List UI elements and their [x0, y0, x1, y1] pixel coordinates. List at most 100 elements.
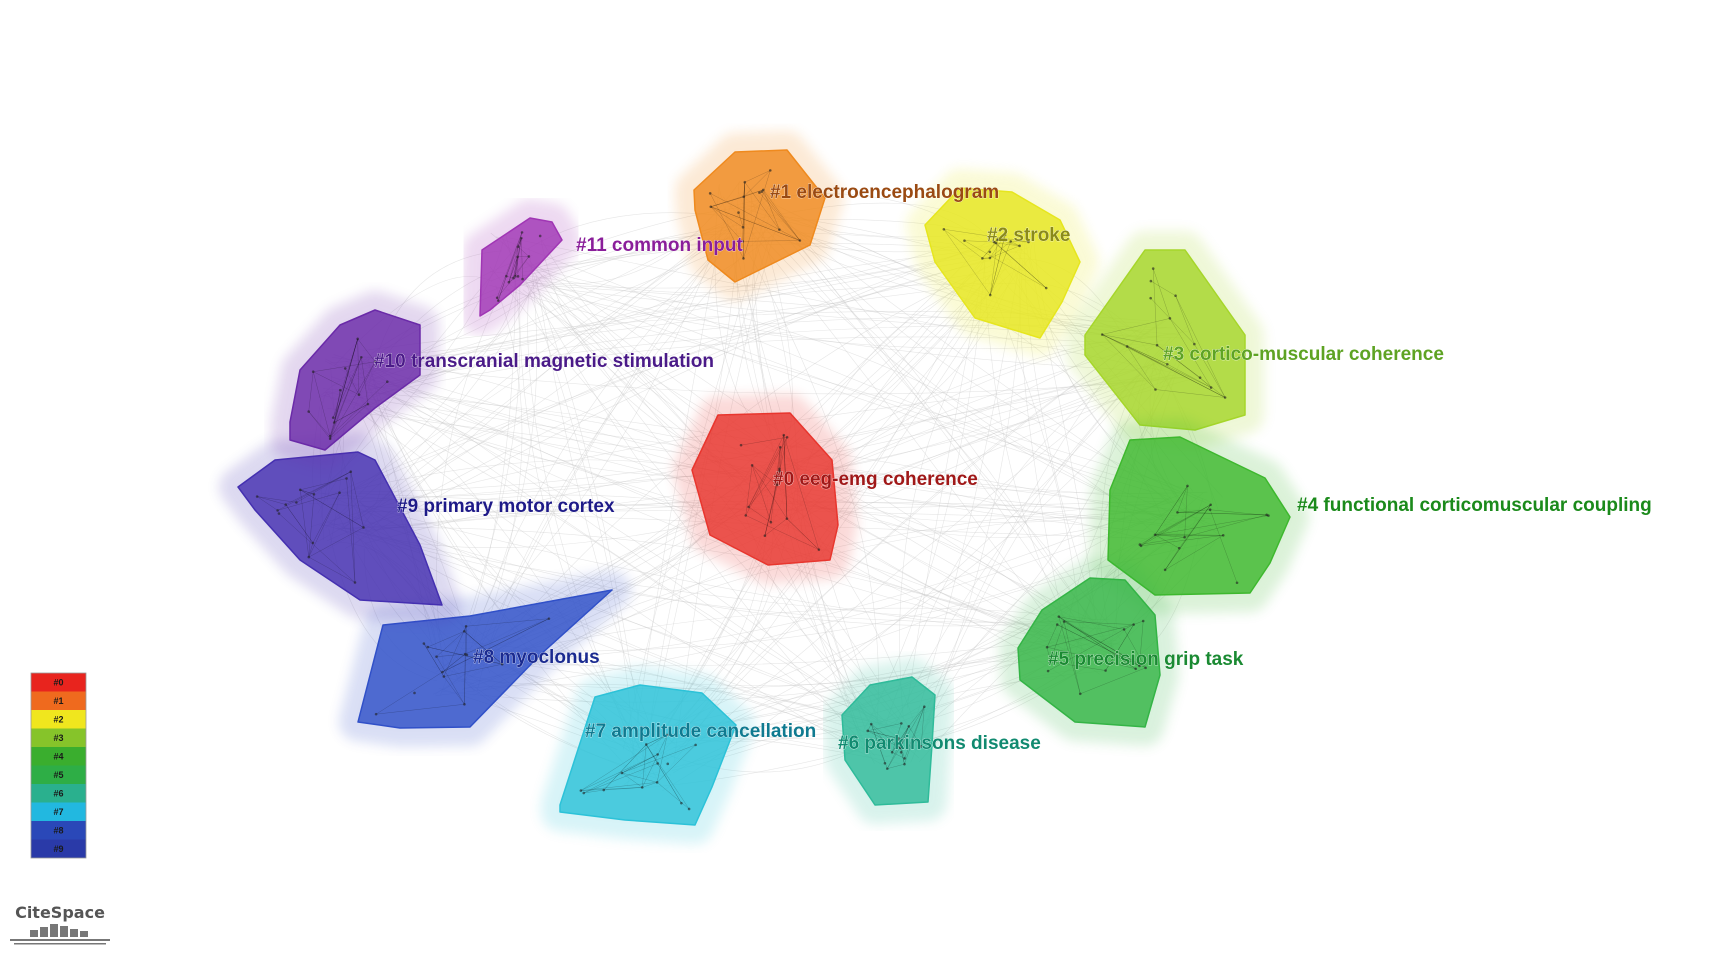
cluster-node: [495, 296, 499, 300]
cluster-edge: [1102, 334, 1168, 365]
cluster-edge: [748, 506, 772, 523]
cluster-edge: [1164, 504, 1211, 570]
cluster-edge: [300, 489, 315, 495]
cluster-edge: [904, 706, 925, 759]
cluster-11[interactable]: [461, 199, 581, 335]
cluster-edge: [427, 646, 503, 665]
cluster-2[interactable]: [906, 169, 1099, 357]
cluster-edge: [443, 626, 467, 677]
legend-label: #0: [53, 677, 63, 687]
cluster-node: [1174, 294, 1177, 298]
cluster-1[interactable]: [675, 131, 844, 301]
cluster-edge: [308, 527, 364, 558]
cluster-5[interactable]: [999, 559, 1179, 746]
cluster-edge: [580, 734, 668, 791]
cluster-hull: [289, 309, 421, 451]
cluster-node: [900, 722, 903, 725]
cluster-edge: [990, 234, 1006, 296]
color-legend: #0#1#2#3#4#5#6#7#8#9: [30, 672, 87, 859]
cluster-edge: [375, 671, 443, 715]
cluster-node: [360, 355, 363, 359]
cluster-0[interactable]: [673, 394, 857, 584]
cluster-edge: [744, 170, 771, 183]
cluster-10[interactable]: [271, 291, 439, 469]
cluster-node: [507, 280, 511, 284]
cluster-edge: [1140, 534, 1156, 546]
cluster-edge: [1175, 295, 1195, 345]
cluster-7[interactable]: [541, 666, 755, 844]
cluster-edge: [871, 724, 886, 764]
cluster-node: [464, 624, 468, 628]
cluster-edge: [867, 730, 901, 748]
legend-swatch: [31, 802, 86, 821]
cluster-edge: [277, 471, 351, 511]
cluster-node: [778, 445, 782, 449]
cluster-edge: [1184, 514, 1267, 538]
cluster-edge: [871, 724, 888, 769]
cluster-node: [1057, 615, 1061, 618]
cluster-edge: [345, 368, 360, 395]
cluster-edge: [748, 468, 780, 508]
cluster-edge: [904, 706, 925, 765]
cluster-node: [620, 771, 624, 775]
cluster-edge: [521, 238, 523, 280]
cluster-edge: [743, 170, 771, 197]
cluster-node: [1078, 692, 1082, 696]
cluster-edge: [1153, 268, 1158, 346]
cluster-node: [1209, 386, 1213, 389]
cluster-node: [547, 617, 551, 620]
cluster-node: [785, 517, 789, 520]
cluster-node: [462, 629, 466, 633]
cluster-node: [374, 712, 378, 716]
cluster-edge: [964, 240, 1047, 289]
cluster-edge: [943, 229, 983, 259]
cluster-edge: [783, 435, 820, 550]
cluster-edge: [745, 515, 819, 550]
cluster-node: [785, 435, 789, 439]
cluster-node: [516, 245, 520, 248]
legend-swatch: [31, 728, 86, 747]
cluster-node: [981, 257, 984, 260]
cluster-edge: [1102, 334, 1168, 365]
cluster-3[interactable]: [1066, 231, 1264, 449]
cluster-8[interactable]: [339, 571, 631, 747]
cluster-6[interactable]: [823, 658, 954, 824]
cluster-node: [694, 743, 697, 747]
cluster-edge: [329, 338, 358, 437]
cluster-node: [505, 274, 508, 278]
cluster-edge: [1050, 661, 1106, 671]
cluster-edge: [1156, 345, 1201, 378]
cluster-node: [899, 750, 903, 754]
legend-label: #2: [53, 714, 63, 724]
cluster-edge: [1167, 364, 1212, 388]
cluster-node: [307, 555, 311, 559]
cluster-edge: [779, 435, 784, 472]
cluster-edge: [751, 465, 772, 523]
cluster-edge: [759, 192, 801, 241]
cluster-edge: [334, 403, 369, 423]
cluster-edge: [1047, 629, 1125, 672]
cluster-node: [435, 655, 438, 658]
cluster-edge: [1127, 346, 1226, 398]
cluster-edge: [1063, 621, 1081, 694]
cluster-node: [994, 241, 998, 245]
cluster-node: [422, 642, 426, 645]
cluster-node: [922, 705, 926, 709]
cluster-edge: [285, 504, 314, 543]
cluster-edge: [466, 618, 549, 627]
cluster-edge: [777, 471, 780, 485]
cluster-edge: [743, 182, 746, 259]
cluster-node: [579, 789, 583, 792]
cluster-label-2: #2 stroke: [987, 225, 1070, 246]
cluster-node: [1055, 623, 1059, 626]
cluster-edge: [764, 437, 788, 536]
cluster-edge: [1047, 647, 1136, 670]
cluster-node: [1138, 664, 1141, 668]
cluster-node: [1122, 628, 1126, 631]
inter-cluster-link: [470, 235, 737, 650]
cluster-label-7: #7 amplitude cancellation: [585, 721, 816, 742]
cluster-label-0: #0 eeg-emg coherence: [773, 469, 978, 490]
inter-cluster-link: [489, 284, 1188, 490]
cluster-edge: [257, 496, 286, 505]
cluster-edge: [642, 744, 647, 788]
